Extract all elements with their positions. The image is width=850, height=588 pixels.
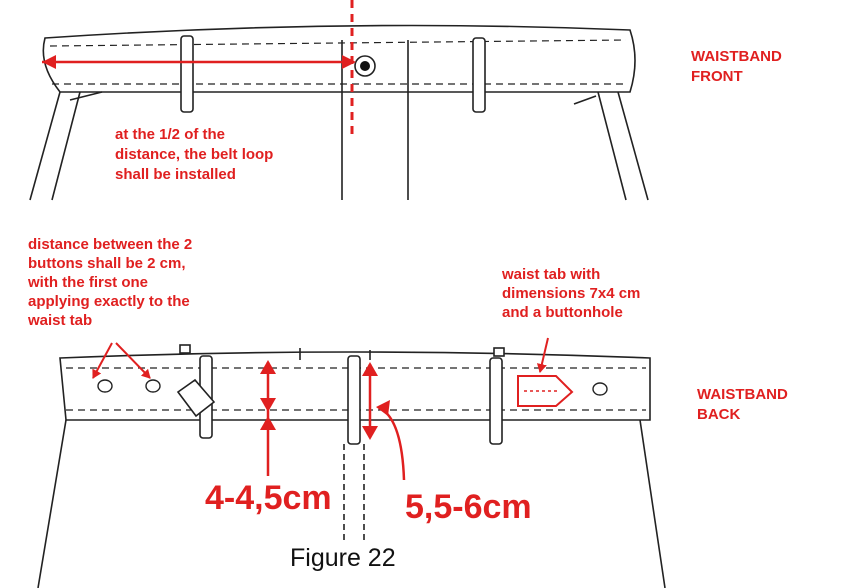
half-distance-arrowhead-left xyxy=(42,55,56,69)
buttons-distance-note: distance between the 2 buttons shall be … xyxy=(28,236,193,329)
back-buttons xyxy=(97,379,608,396)
back-waistband-drawing xyxy=(37,344,666,588)
half-distance-arrowhead-right xyxy=(342,55,356,69)
belt-loop-note: at the 1/2 of the distance, the belt loo… xyxy=(115,126,274,183)
belt-loop-length-head-bottom xyxy=(362,426,378,440)
figure-caption: Figure 22 xyxy=(290,544,396,572)
waist-tab-note: waist tab with dimensions 7x4 cm and a b… xyxy=(502,266,641,321)
waistband-width-head-mid xyxy=(260,398,276,412)
waistband-width-head-top xyxy=(260,360,276,374)
buttons-arrow-right xyxy=(115,342,151,379)
belt-loop-length-dimension: 5,5-6cm xyxy=(405,488,532,526)
waist-tab-shape xyxy=(517,375,574,407)
front-button xyxy=(354,55,376,77)
belt-loop-length-head-side xyxy=(376,400,390,416)
waistband-width-dimension: 4-4,5cm xyxy=(205,479,332,517)
waistband-width-head-low xyxy=(260,416,276,430)
front-waistband-drawing xyxy=(29,24,649,201)
buttons-arrow-left xyxy=(92,342,113,379)
waistband-back-label: WAISTBAND BACK xyxy=(697,386,788,423)
belt-loop-length-head-top xyxy=(362,362,378,376)
waist-tab-arrow xyxy=(536,337,549,373)
waistband-front-label: WAISTBAND FRONT xyxy=(691,48,782,85)
